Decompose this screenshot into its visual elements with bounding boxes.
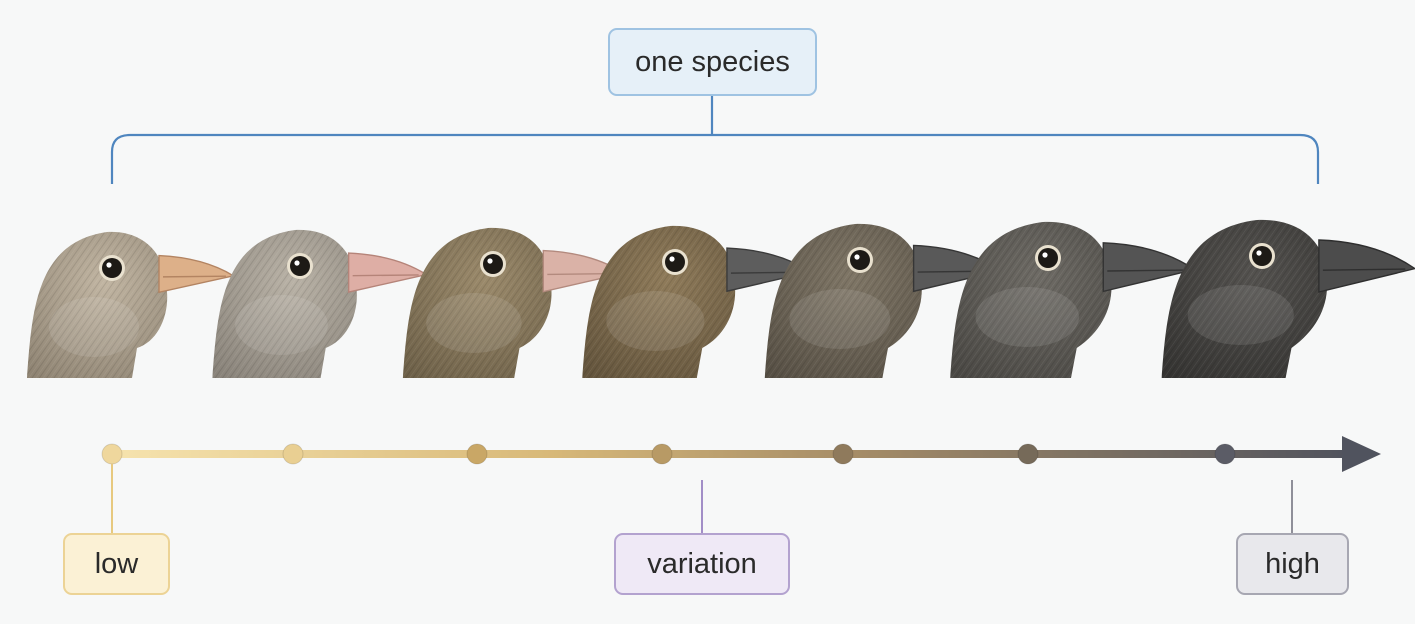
variation-label: variation	[614, 533, 790, 595]
feather-texture	[212, 229, 357, 378]
eye	[483, 254, 503, 274]
bracket-span	[110, 133, 1320, 184]
high-label: high	[1236, 533, 1349, 595]
axis-dots	[101, 443, 1236, 465]
eye-highlight	[487, 258, 493, 264]
axis-arrowhead	[1342, 436, 1381, 472]
beak	[347, 252, 429, 293]
cheek-patch	[975, 287, 1080, 347]
eye	[850, 250, 870, 270]
axis-dot-4	[651, 443, 673, 465]
cheek-patch	[426, 293, 522, 353]
cheek-patch	[789, 289, 891, 349]
beak	[1318, 239, 1415, 293]
bird-head-2	[212, 229, 429, 378]
eye	[1252, 246, 1272, 266]
axis-dot-1	[101, 443, 123, 465]
axis-dot-5	[832, 443, 854, 465]
feather-texture	[950, 221, 1112, 378]
cheek-patch	[235, 295, 328, 355]
axis-dot-2	[282, 443, 304, 465]
beak-line	[162, 275, 226, 278]
variation-axis	[101, 436, 1381, 472]
bird-head-3	[402, 227, 626, 378]
eye-highlight	[1256, 250, 1262, 256]
beak-line	[1322, 268, 1406, 271]
feather-texture	[1161, 219, 1328, 378]
bird-heads	[27, 219, 1415, 378]
cheek-patch	[1187, 285, 1294, 345]
axis-dot-6	[1017, 443, 1039, 465]
beak	[158, 254, 236, 294]
feather-texture	[764, 223, 922, 378]
cheek-patch	[49, 297, 139, 357]
beak-line	[352, 274, 419, 277]
feather-texture	[582, 225, 736, 378]
eye-highlight	[1042, 252, 1048, 258]
eye	[290, 256, 310, 276]
axis-dot-3	[466, 443, 488, 465]
bird-head-6	[950, 221, 1197, 378]
cheek-patch	[606, 291, 705, 351]
axis-dot-7	[1214, 443, 1236, 465]
eye	[665, 252, 685, 272]
bird-head-4	[582, 225, 813, 378]
eye-highlight	[106, 262, 112, 268]
bird-head-5	[764, 223, 1003, 378]
low-label: low	[63, 533, 170, 595]
eye-highlight	[294, 260, 300, 266]
feather-texture	[27, 231, 168, 378]
beak-line	[1107, 269, 1186, 272]
feather-texture	[402, 227, 552, 378]
eye-highlight	[854, 254, 860, 260]
one-species-label: one species	[608, 28, 817, 96]
bird-head-1	[27, 231, 236, 378]
bird-head-7	[1161, 219, 1415, 378]
species-bracket	[110, 96, 1320, 184]
eye	[102, 258, 122, 278]
eye-highlight	[669, 256, 675, 262]
eye	[1038, 248, 1058, 268]
axis-gradient-line	[112, 450, 1352, 458]
